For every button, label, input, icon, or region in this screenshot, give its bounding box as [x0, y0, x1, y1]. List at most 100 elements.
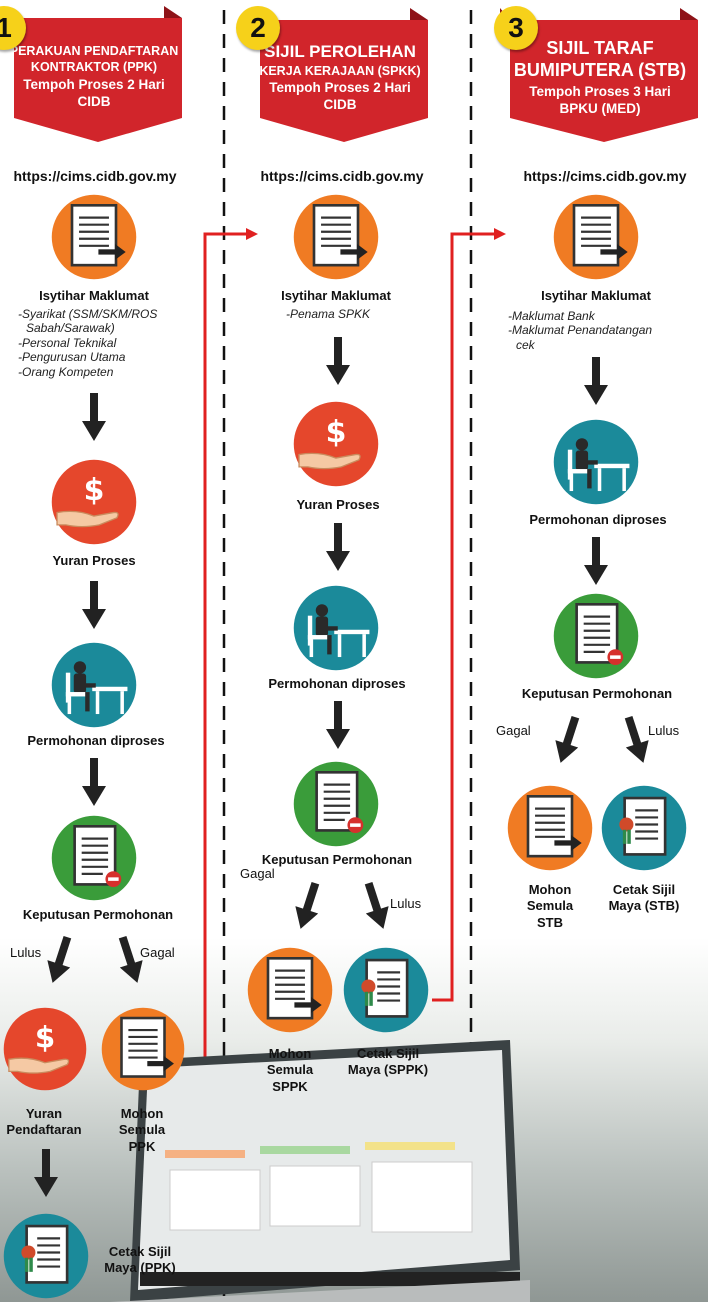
- outcome-lulus-spkk: Lulus: [390, 896, 422, 911]
- banner-spkk: SIJIL PEROLEHAN KERJA KERAJAAN (SPKK) Te…: [250, 0, 430, 150]
- certificate-icon: [601, 785, 687, 871]
- declare-item: Sabah/Sarawak): [26, 321, 115, 336]
- arrow-down-icon: [326, 336, 350, 386]
- result-yuran-pendaftaran: Yuran Pendaftaran: [6, 1106, 81, 1139]
- result-line: Maya (STB): [608, 898, 680, 914]
- cims-link-ppk[interactable]: https://cims.cidb.gov.my: [13, 168, 177, 184]
- step-number-2: 2: [236, 6, 280, 50]
- desk-worker-icon: [51, 642, 137, 728]
- result-line: Yuran: [25, 1106, 63, 1121]
- result-mohon-semula-stb: Mohon Semula STB: [527, 882, 573, 931]
- result-line: Maya (PPK): [104, 1260, 176, 1276]
- result-line: STB: [537, 914, 563, 930]
- certificate-icon: [293, 761, 379, 847]
- banner-stb-line-4: BPKU (MED): [559, 101, 641, 116]
- final-cetak-sijil-ppk: Cetak Sijil Maya (PPK): [104, 1244, 176, 1277]
- outcome-gagal-spkk: Gagal: [240, 866, 275, 881]
- outcome-lulus-ppk: Lulus: [10, 945, 42, 960]
- declare-item: -Maklumat Penandatangan: [508, 323, 653, 338]
- declare-item: -Syarikat (SSM/SKM/ROS: [18, 307, 158, 321]
- process-label-stb: Permohonan diproses: [529, 512, 667, 527]
- banner-ppk-line-4: CIDB: [77, 94, 111, 109]
- result-line: Mohon: [120, 1106, 164, 1121]
- result-line: Cetak Sijil: [612, 882, 676, 897]
- cims-link-stb[interactable]: https://cims.cidb.gov.my: [523, 168, 687, 184]
- arrow-down-icon: [584, 356, 608, 406]
- certificate-icon: [3, 1213, 89, 1299]
- banner-stb-line-1: SIJIL TARAF: [546, 38, 654, 58]
- banner-ppk: PERAKUAN PENDAFTARAN KONTRAKTOR (PPK) Te…: [4, 0, 184, 150]
- declare-title-ppk: Isytihar Maklumat: [39, 288, 149, 303]
- banner-ppk-line-2: KONTRAKTOR (PPK): [30, 60, 158, 74]
- declare-list-spkk: -Penama SPKK: [286, 307, 370, 321]
- declare-list-ppk: -Syarikat (SSM/SKM/ROS Sabah/Sarawak) -P…: [18, 307, 157, 379]
- declare-title-spkk: Isytihar Maklumat: [281, 288, 391, 303]
- banner-spkk-line-1: SIJIL PEROLEHAN: [264, 42, 416, 61]
- declare-item: -Penama SPKK: [286, 307, 371, 321]
- hand-money-icon: [3, 1007, 87, 1091]
- declare-title-stb: Isytihar Maklumat: [541, 288, 651, 303]
- process-label-spkk: Permohonan diproses: [268, 676, 406, 691]
- banner-stb: SIJIL TARAF BUMIPUTERA (STB) Tempoh Pros…: [500, 0, 698, 150]
- desk-worker-icon: [293, 585, 379, 671]
- decision-label-stb: Keputusan Permohonan: [521, 686, 673, 701]
- banner-ppk-line-1: PERAKUAN PENDAFTARAN: [9, 44, 179, 58]
- document-icon: [101, 1007, 185, 1091]
- result-line: Semula: [266, 1062, 314, 1078]
- process-label-ppk: Permohonan diproses: [27, 733, 165, 748]
- banner-stb-line-3: Tempoh Proses 3 Hari: [529, 84, 671, 99]
- certificate-icon: [553, 593, 639, 679]
- connector-arrowhead-2: [494, 228, 506, 240]
- banner-ppk-line-3: Tempoh Proses 2 Hari: [23, 77, 165, 92]
- decision-label-spkk: Keputusan Permohonan: [261, 852, 413, 867]
- result-mohon-semula-sppk: Mohon Semula SPPK: [267, 1046, 313, 1095]
- decision-label-ppk: Keputusan Permohonan: [22, 907, 174, 922]
- result-line: SPPK: [272, 1078, 308, 1094]
- outcome-gagal-stb: Gagal: [496, 723, 531, 738]
- declare-list-stb: -Maklumat Bank -Maklumat Penandatangan c…: [508, 309, 652, 352]
- result-line: Semula: [526, 898, 574, 914]
- certificate-icon: [343, 947, 429, 1033]
- declare-item: -Maklumat Bank: [508, 309, 595, 323]
- result-line: Pendaftaran: [6, 1122, 82, 1138]
- arrow-down-icon: [82, 757, 106, 807]
- arrow-down-icon: [326, 522, 350, 572]
- step-number-3: 3: [494, 6, 538, 50]
- arrow-down-icon: [326, 700, 350, 750]
- certificate-icon: [51, 815, 137, 901]
- arrow-down-icon: [34, 1148, 58, 1198]
- banner-spkk-line-3: Tempoh Proses 2 Hari: [269, 80, 411, 95]
- result-line: PPK: [128, 1138, 156, 1154]
- arrow-down-icon: [82, 580, 106, 630]
- outcome-lulus-stb: Lulus: [648, 723, 680, 738]
- document-icon: [247, 947, 333, 1033]
- fee-label-ppk: Yuran Proses: [52, 553, 136, 568]
- result-line: Cetak Sijil: [356, 1046, 420, 1061]
- declare-item: -Orang Kompeten: [18, 364, 114, 379]
- banner-spkk-line-4: CIDB: [323, 97, 357, 112]
- connector-spkk-to-stb: [432, 232, 496, 1002]
- outcome-gagal-ppk: Gagal: [140, 945, 175, 960]
- document-icon: [293, 194, 379, 280]
- connector-arrowhead-1: [246, 228, 258, 240]
- banner-spkk-line-2: KERJA KERAJAAN (SPKK): [259, 64, 421, 78]
- result-line: Mohon: [268, 1046, 312, 1061]
- result-line: Mohon: [528, 882, 572, 897]
- fee-label-spkk: Yuran Proses: [296, 497, 380, 512]
- document-icon: [553, 194, 639, 280]
- arrow-down-icon: [584, 536, 608, 586]
- desk-worker-icon: [553, 419, 639, 505]
- hand-money-icon: [51, 459, 137, 545]
- result-mohon-semula-ppk: Mohon Semula PPK: [119, 1106, 165, 1155]
- result-line: Semula: [118, 1122, 166, 1138]
- laptop-illustration: [110, 1040, 530, 1302]
- result-line: Cetak Sijil: [108, 1244, 172, 1259]
- declare-item: -Pengurusan Utama: [18, 350, 126, 365]
- result-cetak-sijil-stb: Cetak Sijil Maya (STB): [609, 882, 680, 915]
- banner-stb-line-2: BUMIPUTERA (STB): [513, 60, 687, 80]
- result-cetak-sijil-sppk: Cetak Sijil Maya (SPPK): [348, 1046, 428, 1079]
- result-line: Maya (SPPK): [347, 1062, 429, 1078]
- cims-link-spkk[interactable]: https://cims.cidb.gov.my: [260, 168, 424, 184]
- arrow-down-icon: [82, 392, 106, 442]
- declare-item: cek: [516, 337, 535, 352]
